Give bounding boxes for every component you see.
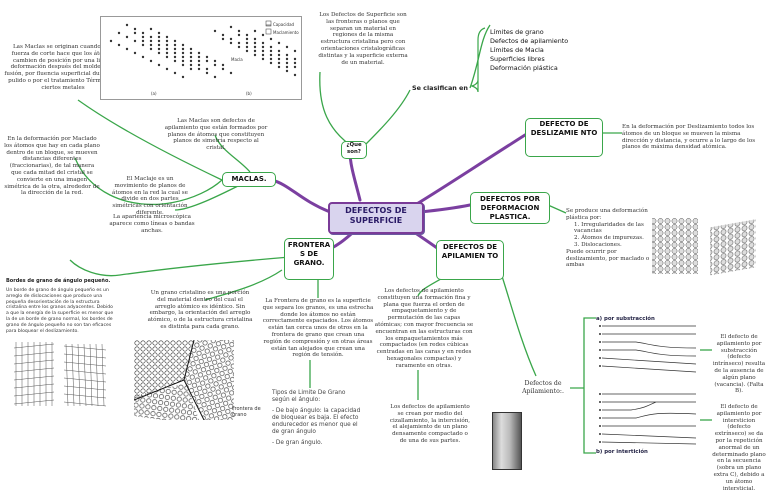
- central-topic-label: DEFECTOS DE SUPERFICIE: [345, 206, 407, 225]
- deformacion-lattice-image: [650, 212, 762, 288]
- apilamiento-def-text: Los defectos de apilamiento constituyen …: [374, 288, 474, 369]
- branch-grano-cristalino: [204, 269, 283, 301]
- tipos-block: Tipos de Limite De Grano según el ángulo…: [272, 390, 364, 447]
- tipos-item: - De bajo ángulo: la capacidad de bloque…: [272, 408, 361, 435]
- node-que-son-label: ¿Que son?: [346, 142, 362, 155]
- node-se-clasifican-label: Se clasifican en: [412, 84, 468, 92]
- branch-deformacion: [418, 203, 472, 214]
- node-fronteras[interactable]: FRONTERA S DE GRANO.: [284, 238, 334, 280]
- clasificacion-list: Límites de grano Defectos de apilamiento…: [490, 28, 580, 73]
- interticion-label: b) por intertición: [596, 449, 648, 455]
- grano-cristalino-text: Un grano cristalino es una porción del m…: [147, 290, 253, 330]
- node-deformacion[interactable]: DEFECTOS POR DEFORMACION PLASTICA.: [470, 192, 550, 224]
- deformacion-def-text: Se produce una deformación plástica por:: [566, 208, 648, 221]
- tipos-title: Tipos de Limite De Grano según el ángulo…: [272, 390, 346, 403]
- node-defectos-apilamiento-label: Defectos de Apilamiento:.: [522, 380, 564, 395]
- frontera-grano-text: La Frontera de grano es la superficie qu…: [262, 298, 374, 359]
- branch-maclas-planos: [214, 134, 251, 173]
- clasificacion-item: Deformación plástica: [490, 64, 558, 72]
- maclas-pic-label-capacidad: Capacidad: [273, 22, 295, 27]
- sustraccion-text: El defecto de apilamiento por substracci…: [712, 334, 766, 395]
- node-deslizamiento[interactable]: DEFECTO DE DESLIZAMIE NTO: [525, 118, 603, 157]
- deformacion-block: Se produce una deformación plástica por:…: [566, 208, 650, 269]
- maclas-def-text: En la deformación por Maclado los átomos…: [4, 136, 100, 197]
- bordes-text: Un borde de grano de ángulo pequeño es u…: [6, 288, 114, 334]
- deformacion-item: 1. Irregularidades de las vacancias: [574, 221, 644, 235]
- deslizamiento-def-text: En la deformación por Deslizamiento todo…: [622, 124, 756, 151]
- maclas-pic-label-macla: Macla: [231, 57, 243, 62]
- tipos-item: - De gran ángulo.: [272, 440, 323, 446]
- stacking-sequence-diagrams: [599, 325, 697, 445]
- clasificacion-item: Defectos de apilamiento: [490, 37, 569, 45]
- grain-atoms: [131, 339, 234, 426]
- bordes-lattice: [13, 342, 107, 407]
- branch-bordes: [69, 256, 291, 277]
- deformacion-extra-text: Puede ocurrir por deslizamiento, por mac…: [566, 248, 650, 269]
- maclas-pic-label-maclamiento: Maclamiento: [273, 30, 299, 35]
- maclas-planos-text: Las Maclas son defectos de apilamiento q…: [164, 118, 268, 152]
- frontera-pic-label: Frontera de grano: [232, 406, 261, 418]
- apilamiento-origen-text: Los defectos de apilamiento se crean por…: [389, 404, 471, 444]
- node-maclas[interactable]: MACLAS.: [222, 172, 276, 187]
- node-fronteras-label: FRONTERA S DE GRANO.: [287, 241, 331, 267]
- deformacion-item: 3. Dislocaciones.: [574, 241, 622, 248]
- branch-defectos-apilamiento: [499, 269, 537, 377]
- deformacion-atoms: [652, 218, 756, 276]
- maclas-origen-text: Las Maclas se originan cuando una fuerza…: [4, 44, 122, 91]
- maclaje-text: El Maclaje es un movimiento de planos de…: [112, 176, 188, 216]
- branch-que-son: [348, 150, 362, 202]
- sustraccion-label: a) por substracción: [596, 316, 655, 322]
- branch-maclaje: [174, 184, 241, 211]
- grain-boundary-image: [131, 339, 234, 426]
- branch-maclas-origen: [77, 99, 223, 181]
- maclas-pic-label-b: (b): [246, 91, 252, 96]
- definicion-text: Los Defectos de Superficie son las front…: [318, 12, 408, 66]
- branch-maclas-def: [74, 157, 223, 206]
- apilamiento-photo: [492, 412, 522, 470]
- node-deformacion-label: DEFECTOS POR DEFORMACION PLASTICA.: [480, 195, 540, 221]
- node-defectos-apilamiento[interactable]: Defectos de Apilamiento:.: [516, 380, 570, 396]
- node-se-clasifican[interactable]: Se clasifican en: [412, 84, 474, 92]
- clasificacion-item: Límites de grano: [490, 28, 544, 36]
- node-que-son[interactable]: ¿Que son?: [341, 141, 367, 159]
- branch-deslizamiento: [413, 133, 527, 207]
- maclas-diagram-image: Capacidad Maclamiento (a) (b) Macla: [100, 16, 329, 100]
- maclas-lattice: Capacidad Maclamiento (a) (b) Macla: [109, 20, 329, 96]
- branch-deformacion-def: [547, 204, 567, 214]
- branch-definicion: [319, 71, 351, 146]
- apariencia-text: La apariencia microscópica aparece como …: [109, 214, 195, 234]
- node-maclas-label: MACLAS.: [231, 175, 267, 183]
- bordes-diagram-image: [10, 338, 110, 412]
- branch-clasifican: [364, 89, 411, 146]
- branch-maclas: [270, 178, 332, 214]
- branch-clasificacion-list: [469, 24, 491, 89]
- node-apilamiento[interactable]: DEFECTOS DE APILAMIEN TO: [436, 240, 504, 280]
- bordes-title: Bordes de grano de ángulo pequeño.: [6, 278, 111, 284]
- maclas-pic-label-a: (a): [151, 91, 157, 96]
- node-deslizamiento-label: DEFECTO DE DESLIZAMIE NTO: [530, 120, 598, 137]
- deformacion-item: 2. Átomos de impurezas.: [574, 235, 644, 242]
- clasificacion-item: Límites de Macla: [490, 46, 544, 54]
- node-apilamiento-label: DEFECTOS DE APILAMIEN TO: [441, 243, 499, 260]
- central-topic[interactable]: DEFECTOS DE SUPERFICIE: [328, 202, 424, 234]
- bracket-apilamiento: [570, 317, 596, 454]
- clasificacion-item: Superficies libres: [490, 55, 545, 63]
